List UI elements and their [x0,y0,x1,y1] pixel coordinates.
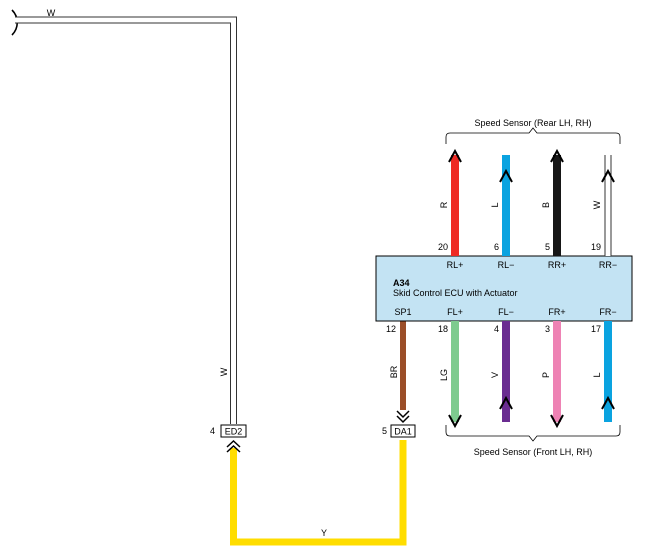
rear-sensor-label: Speed Sensor (Rear LH, RH) [474,118,591,128]
front-sensor-label: Speed Sensor (Front LH, RH) [474,447,593,457]
rear-wire-1-arrow-icon [448,148,462,163]
wire-label-br: BR [389,365,399,378]
front-wire-2-terminal: FL− [498,307,514,317]
front-wire-3-color-code: P [541,372,551,378]
front-wire-4-arrow-icon [601,395,615,410]
front-wire-2-pin: 4 [494,324,499,334]
connector-da1-label: DA1 [394,427,412,437]
front-wire-3-arrow-icon [550,414,564,429]
rear-wire-4-arrow-icon [601,168,615,183]
front-sensor-wires: LG 18 FL+ V 4 FL− P 3 FR+ L 17 FR− [438,307,617,429]
ecu-terminal-sp1: SP1 [394,307,411,317]
wire-label-left-w: W [219,367,229,376]
rear-wire-3-arrow-icon [550,148,564,163]
front-wire-4-pin: 17 [591,324,601,334]
rear-wire-1-pin: 20 [438,242,448,252]
wire-label-y: Y [321,528,327,538]
connector-ed2-box [220,424,247,438]
rear-wire-4-color-code: W [592,200,602,209]
rear-wire-2-pin: 6 [494,242,499,252]
rear-wire-2-terminal: RL− [498,260,515,270]
connector-da1-box [390,424,416,438]
ecu-name: Skid Control ECU with Actuator [393,288,518,298]
rear-wire-4-terminal: RR− [599,260,617,270]
front-wire-4-terminal: FR− [599,307,616,317]
front-wire-3-pin: 3 [545,324,550,334]
front-wire-1-arrow-icon [448,414,462,429]
white-wire-w [15,16,237,424]
front-wire-1-pin: 18 [438,324,448,334]
rear-wire-2-arrow-icon [499,168,513,183]
rear-wire-3-terminal: RR+ [548,260,566,270]
rear-wire-1-color-code: R [439,201,449,208]
connector-ed2-pin: 4 [210,426,215,436]
connector-da1-chevron-icon [396,410,410,424]
rear-sensor-brace [445,127,621,144]
front-wire-3-terminal: FR+ [548,307,565,317]
front-wire-4-color-code: L [592,372,602,377]
wire-label-top-w: W [47,8,56,18]
connector-ed2-chevron-icon [226,439,241,453]
front-wire-1-terminal: FL+ [447,307,463,317]
rear-wire-3-pin: 5 [545,242,550,252]
rear-wire-2-color-code: L [490,202,500,207]
rear-wire-1-terminal: RL+ [447,260,464,270]
yellow-wire-y [230,440,407,546]
front-wire-1-color-code: LG [439,369,449,381]
ecu-pin-sp1: 12 [386,324,396,334]
rear-wire-4-pin: 19 [591,242,601,252]
rear-wire-3-color-code: B [541,202,551,208]
front-sensor-brace [445,425,621,442]
front-wire-2-arrow-icon [499,395,513,410]
connector-da1-pin: 5 [382,426,387,436]
ecu-id: A34 [393,278,410,288]
connector-ed2-label: ED2 [225,427,243,437]
front-wire-2-color-code: V [490,372,500,378]
